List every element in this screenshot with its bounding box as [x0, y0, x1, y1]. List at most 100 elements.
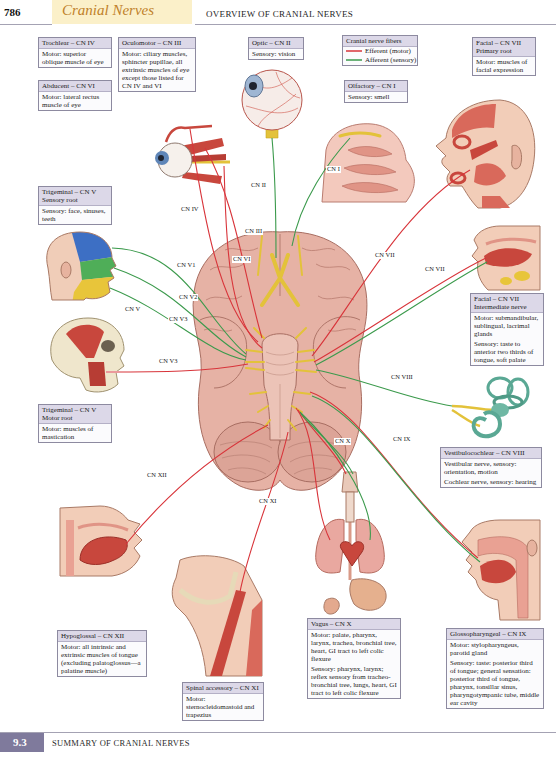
nerve-info-box: Trigeminal – CN V Motor rootMotor: muscl…: [38, 404, 112, 443]
efferent-nerve-lines: [240, 432, 288, 592]
nerve-info-box: Olfactory – CN ISensory: smell: [344, 80, 408, 103]
nerve-heading: Oculomotor – CN III: [119, 38, 195, 49]
legend-row: Efferent (motor): [343, 47, 417, 56]
eye-muscles-figure: [182, 172, 222, 184]
eyeball-figure: [246, 72, 300, 126]
efferent-nerve-lines: [314, 258, 486, 362]
nerve-info-box: Facial – CN VII Primary rootMotor: muscl…: [472, 37, 536, 76]
efferent-nerve-lines: [312, 170, 470, 356]
afferent-nerve-lines: [316, 262, 487, 365]
oral-cavity-figure: [500, 277, 512, 285]
nerve-info-box: Abducent – CN VIMotor: lateral rectus mu…: [38, 80, 112, 111]
eyeball-figure: [249, 82, 257, 90]
tongue-figure: [80, 537, 127, 565]
trigeminal-dermatome-head-figure: [47, 232, 116, 300]
thoracic-abdominal-organs-figure: [324, 598, 339, 614]
trigeminal-dermatome-head-figure: [70, 226, 120, 304]
legend-row: Afferent (sensory): [343, 56, 417, 65]
nerve-heading: Facial – CN VII Primary root: [473, 38, 535, 57]
nerve-label: CN X: [334, 438, 351, 445]
nerve-label: CN IV: [180, 206, 200, 213]
legend-line-sample: [346, 57, 362, 63]
efferent-nerve-lines: [126, 425, 268, 544]
tongue-figure: [60, 506, 142, 576]
thoracic-abdominal-organs-figure: [316, 519, 344, 573]
trigeminal-dermatome-head-figure: [70, 226, 120, 262]
pharynx-figure: [480, 560, 516, 584]
afferent-nerve-lines: [114, 268, 246, 357]
nasal-cavity-figure: [322, 124, 414, 202]
page-header: [0, 0, 556, 25]
nerve-label: CN I: [326, 166, 341, 173]
legend-text: Efferent (motor): [365, 47, 411, 55]
facial-muscles-figure: [454, 136, 470, 148]
brain-base-figure: [266, 352, 294, 438]
nerve-function-text: Sensory: taste: posterior third of tongu…: [447, 658, 543, 708]
nerve-heading: Olfactory – CN I: [345, 81, 407, 92]
eyeball-figure: [245, 75, 263, 97]
thoracic-abdominal-organs-figure: [346, 492, 354, 522]
nerve-label: CN V3: [158, 358, 178, 365]
skull-mastication-figure: [51, 318, 124, 392]
efferent-nerve-lines: [190, 129, 258, 342]
eyeball-figure: [242, 70, 302, 130]
brain-base-figure: [280, 234, 281, 296]
nerve-heading: Vestibulocochlear – CN VIII: [441, 448, 541, 459]
legend-box: Cranial nerve fibersEfferent (motor)Affe…: [342, 35, 418, 66]
afferent-nerve-lines: [292, 138, 350, 246]
page-footer: [0, 733, 556, 753]
nerve-heading: Trigeminal – CN V Sensory root: [39, 187, 111, 206]
nerve-label: CN V2: [178, 294, 198, 301]
nerve-function-text: Motor: submandibular, sublingual, lacrim…: [471, 313, 543, 339]
nerve-label: CN II: [250, 182, 267, 189]
nerve-function-text: Motor: superior oblique muscle of eye: [39, 49, 111, 67]
nerve-label: CN V: [124, 306, 141, 313]
nerve-heading: Trigeminal – CN V Motor root: [39, 405, 111, 424]
efferent-nerve-lines: [205, 148, 262, 338]
nerve-label: CN V3: [168, 316, 188, 323]
brain-base-figure: [258, 236, 302, 275]
skull-mastication-figure: [51, 318, 124, 392]
nerve-label: CN XI: [258, 498, 278, 505]
pharynx-figure: [462, 520, 540, 620]
nasal-cavity-figure: [342, 147, 398, 193]
page-header: [52, 0, 192, 24]
afferent-nerve-lines: [110, 138, 487, 562]
nerve-function-text: Motor: lateral rectus muscle of eye: [39, 92, 111, 110]
nerve-heading: Vagus – CN X: [308, 619, 400, 630]
page-footer: [0, 732, 556, 733]
facial-muscles-figure: [512, 145, 522, 169]
eye-muscles-figure: [158, 143, 192, 177]
nerve-function-text: Vestibular nerve, sensory: orientation, …: [441, 459, 541, 477]
pharynx-figure: [527, 540, 537, 556]
neck-muscles-figure: [210, 590, 246, 676]
nerve-function-text: Motor: sternocleidomastoid and trapezius: [183, 694, 263, 720]
running-footer: SUMMARY OF CRANIAL NERVES: [52, 739, 190, 748]
nerve-function-text: Motor: stylopharyngeus, parotid gland: [447, 640, 543, 658]
thoracic-abdominal-organs-figure: [350, 579, 386, 610]
nerve-heading: Facial – CN VII Intermediate nerve: [471, 294, 543, 313]
tongue-figure: [78, 524, 128, 530]
nerve-heading: Optic – CN II: [249, 38, 303, 49]
brain-base-figure: [262, 255, 298, 305]
efferent-nerve-lines: [106, 129, 486, 592]
nerve-heading: Abducent – CN VI: [39, 81, 111, 92]
afferent-nerve-lines: [301, 414, 353, 474]
pharynx-figure: [478, 537, 528, 618]
nerve-function-text: Motor: palate, pharynx, larynx, trachea,…: [308, 630, 400, 664]
legend-text: Afferent (sensory): [365, 56, 416, 64]
tongue-figure: [60, 506, 142, 576]
page-header: [0, 24, 52, 25]
nerve-info-box: Hypoglossal – CN XIIMotor: all intrinsic…: [57, 630, 147, 677]
nerve-info-box: Optic – CN IISensory: vision: [248, 37, 304, 60]
afferent-nerve-lines: [316, 370, 452, 406]
nerve-function-text: Motor: all intrinsic and extrinsic muscl…: [58, 642, 146, 676]
nerve-label: CN V1: [176, 262, 196, 269]
neck-muscles-figure: [246, 600, 262, 676]
facial-muscles-figure: [436, 100, 535, 208]
eye-muscles-figure: [158, 155, 164, 161]
afferent-nerve-lines: [300, 412, 370, 540]
page-title: OVERVIEW OF CRANIAL NERVES: [206, 9, 353, 19]
